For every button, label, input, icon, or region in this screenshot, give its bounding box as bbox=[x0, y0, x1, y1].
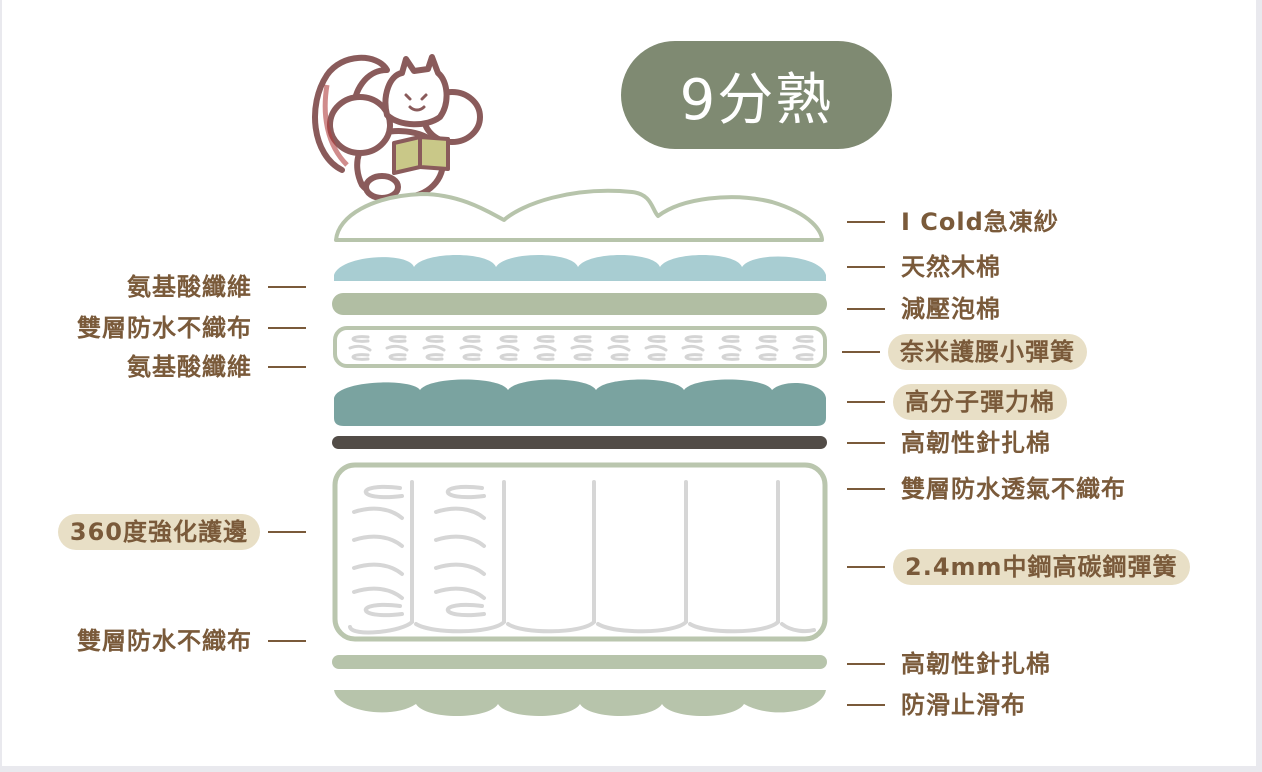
highlight-tag: 360度強化護邊 bbox=[57, 514, 260, 550]
label-icold-fabric: I Cold急凍紗 bbox=[847, 205, 1059, 239]
doneness-badge: 9分熟 bbox=[621, 41, 892, 149]
leader-line bbox=[847, 442, 885, 444]
leader-line bbox=[847, 401, 885, 403]
leader-line bbox=[847, 221, 885, 223]
layer-nano-springs bbox=[333, 326, 827, 368]
highlight-tag: 2.4mm中鋼高碳鋼彈簧 bbox=[893, 549, 1190, 585]
label-carbon-steel-springs: 2.4mm中鋼高碳鋼彈簧 bbox=[847, 549, 1190, 585]
leader-line bbox=[268, 366, 306, 368]
leader-line bbox=[847, 266, 885, 268]
leader-line bbox=[847, 488, 885, 490]
squirrel-mascot-icon bbox=[312, 54, 483, 201]
leader-line bbox=[847, 704, 885, 706]
layer-memory-foam bbox=[332, 293, 827, 315]
leader-line bbox=[268, 327, 306, 329]
highlight-tag: 高分子彈力棉 bbox=[893, 384, 1067, 420]
layer-needle-felt-top bbox=[332, 436, 827, 449]
leader-line bbox=[847, 308, 885, 310]
label-breathable-nonwoven: 雙層防水透氣不織布 bbox=[847, 472, 1126, 506]
label-natural-kapok: 天然木棉 bbox=[847, 250, 1001, 284]
leader-line bbox=[268, 286, 306, 288]
layer-anti-slip-fabric bbox=[334, 690, 826, 716]
label-amino-fiber-bottom: 氨基酸纖維 bbox=[127, 350, 306, 384]
leader-line bbox=[847, 566, 885, 568]
label-waterproof-nonwoven-bottom: 雙層防水不織布 bbox=[77, 624, 306, 658]
label-memory-foam: 減壓泡棉 bbox=[847, 292, 1001, 326]
layer-polymer-cushion bbox=[334, 379, 826, 426]
label-needle-felt-bottom: 高韌性針扎棉 bbox=[847, 647, 1051, 681]
layer-pocket-springs bbox=[332, 462, 828, 642]
layer-icold-fabric bbox=[334, 188, 824, 242]
label-waterproof-nonwoven-top: 雙層防水不織布 bbox=[77, 311, 306, 345]
label-nano-springs: 奈米護腰小彈簧 bbox=[842, 334, 1087, 370]
label-edge-support: 360度強化護邊 bbox=[57, 514, 306, 550]
layer-natural-kapok bbox=[334, 255, 826, 281]
leader-line bbox=[268, 640, 306, 642]
leader-line bbox=[842, 351, 880, 353]
doneness-label: 9分熟 bbox=[679, 67, 834, 133]
label-anti-slip-fabric: 防滑止滑布 bbox=[847, 688, 1026, 722]
leader-line bbox=[847, 663, 885, 665]
label-amino-fiber-top: 氨基酸纖維 bbox=[127, 270, 306, 304]
highlight-tag: 奈米護腰小彈簧 bbox=[888, 334, 1087, 370]
label-needle-felt-top: 高韌性針扎棉 bbox=[847, 426, 1051, 460]
label-polymer-cushion: 高分子彈力棉 bbox=[847, 384, 1067, 420]
leader-line bbox=[268, 531, 306, 533]
layer-needle-felt-bottom bbox=[332, 655, 827, 669]
